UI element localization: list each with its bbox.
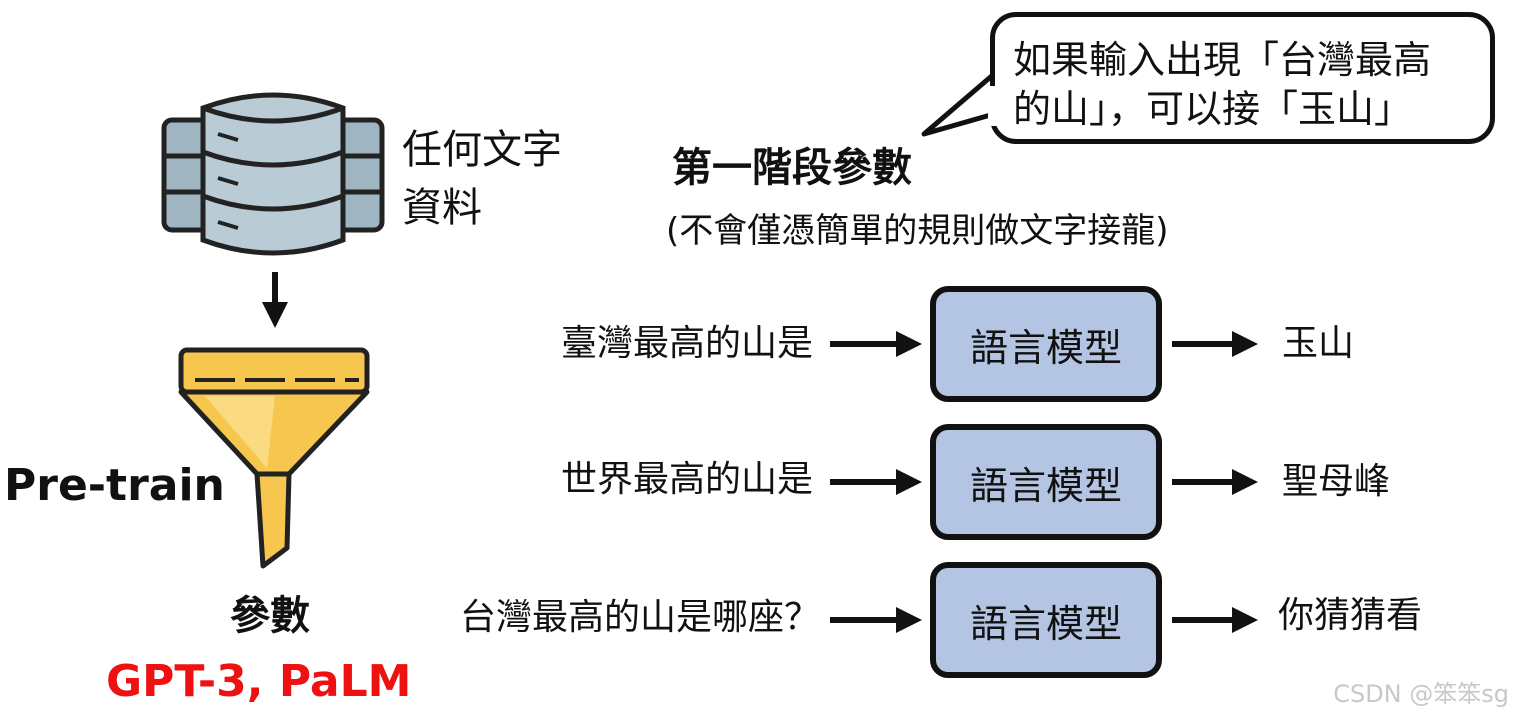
stage-subtitle: (不會僅憑簡單的規則做文字接龍) xyxy=(666,211,1169,251)
row-output-arrow-head xyxy=(1232,331,1258,357)
row-input: 臺灣最高的山是 xyxy=(560,323,813,364)
row-output: 你猜猜看 xyxy=(1278,595,1423,636)
language-model-box: 語言模型 xyxy=(930,562,1162,678)
speech-bubble-text: 如果輸入出現「台灣最高 的山」，可以接「玉山」 xyxy=(1013,36,1431,134)
language-model-label: 語言模型 xyxy=(969,325,1122,370)
watermark: CSDN @笨笨sg xyxy=(1333,680,1509,708)
data-label-line1: 任何文字 xyxy=(402,127,562,173)
row-input-arrow-head xyxy=(896,469,922,495)
language-model-box: 語言模型 xyxy=(930,424,1162,540)
pretrain-label: Pre-train xyxy=(4,460,225,511)
row-input: 世界最高的山是 xyxy=(560,459,813,500)
down-arrow-line xyxy=(272,272,278,304)
row-output-arrow-line xyxy=(1172,479,1236,485)
database-icon xyxy=(161,92,385,256)
row-output: 玉山 xyxy=(1282,323,1355,364)
row-output-arrow-head xyxy=(1232,469,1258,495)
row-output-arrow-line xyxy=(1172,341,1236,347)
speech-bubble-line1: 如果輸入出現「台灣最高 xyxy=(1013,38,1432,82)
models-label: GPT-3, PaLM xyxy=(106,656,412,707)
down-arrow-head xyxy=(262,302,288,328)
row-input-arrow-head xyxy=(896,331,922,357)
language-model-label: 語言模型 xyxy=(969,463,1122,508)
row-input-arrow-line xyxy=(830,479,900,485)
row-input-arrow-line xyxy=(830,341,900,347)
language-model-label: 語言模型 xyxy=(969,601,1122,646)
speech-bubble-line2: 的山」，可以接「玉山」 xyxy=(1013,87,1413,131)
row-output-arrow-head xyxy=(1232,607,1258,633)
stage-title: 第一階段參數 xyxy=(672,145,912,191)
row-input-arrow-line xyxy=(830,617,900,623)
data-label-line2: 資料 xyxy=(402,185,482,231)
funnel-icon xyxy=(178,347,370,569)
row-input-arrow-head xyxy=(896,607,922,633)
row-input: 台灣最高的山是哪座？ xyxy=(459,597,820,638)
speech-bubble xyxy=(990,12,1495,144)
speech-bubble-tail-cover xyxy=(988,86,1000,126)
language-model-box: 語言模型 xyxy=(930,286,1162,402)
speech-bubble-tail xyxy=(921,72,996,137)
row-output-arrow-line xyxy=(1172,617,1236,623)
row-output: 聖母峰 xyxy=(1282,461,1391,502)
params-label: 參數 xyxy=(230,593,310,639)
